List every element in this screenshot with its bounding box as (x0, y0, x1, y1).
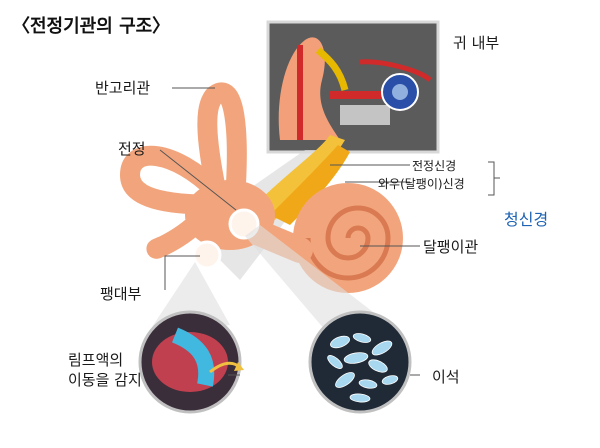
diagram-title: 〈전정기관의 구조〉 (12, 16, 171, 37)
lymph-bubble (138, 310, 244, 414)
label-otolith: 이석 (432, 368, 460, 386)
label-vestibular-nerve: 전정신경 (412, 159, 457, 173)
label-auditory-nerve: 청신경 (504, 210, 549, 229)
label-lymph-line1: 림프액의 (68, 351, 124, 369)
leader-lines (159, 87, 420, 376)
vestibule-marker (228, 208, 260, 240)
nerve-bracket (488, 161, 500, 196)
otolith-wedge (245, 225, 390, 330)
label-vestibule: 전정 (118, 140, 146, 158)
cochlea-shape (293, 183, 403, 293)
label-lymph: 림프액의 이동을 감지 (68, 350, 142, 390)
label-cochlear-nerve: 와우(달팽이)신경 (378, 177, 465, 191)
label-lymph-line2: 이동을 감지 (68, 371, 142, 389)
label-cochlea: 달팽이관 (423, 238, 479, 256)
ampulla-marker (192, 240, 222, 270)
ampulla-wedge (150, 262, 230, 330)
label-inner-ear: 귀 내부 (453, 34, 500, 52)
otolith-bubble (308, 310, 412, 414)
label-ampulla: 팽대부 (100, 285, 142, 303)
inner-ear-inset (266, 20, 440, 154)
label-semicircular-canal: 반고리관 (95, 79, 151, 97)
